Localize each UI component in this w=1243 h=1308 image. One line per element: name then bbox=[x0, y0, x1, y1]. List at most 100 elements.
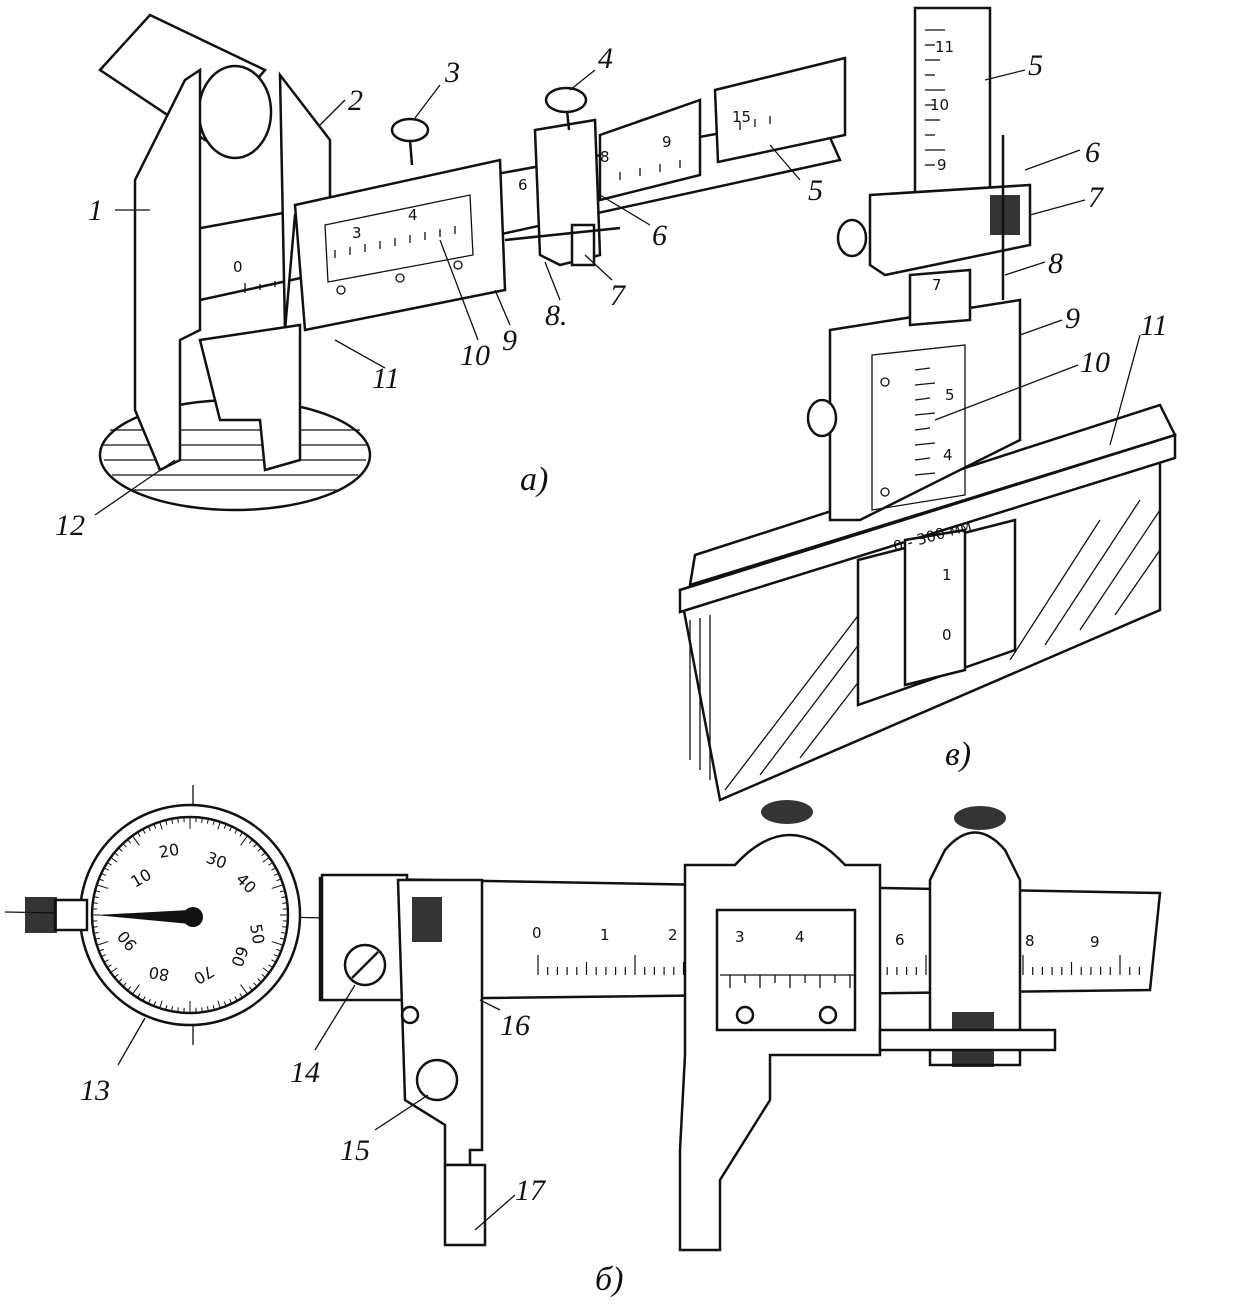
dial-tick bbox=[201, 1007, 203, 1013]
dial-tick bbox=[103, 959, 109, 963]
main-scale-a-0: 0 bbox=[233, 258, 243, 276]
callout-a-10: 10 bbox=[460, 339, 490, 372]
dial-tick bbox=[212, 819, 215, 826]
dial-label-50: 50 bbox=[246, 922, 268, 945]
subfigure-label-a: а) bbox=[520, 461, 548, 498]
vernier-ticks-v bbox=[914, 367, 936, 476]
dial-tick bbox=[262, 967, 270, 974]
clamp-screw-3 bbox=[390, 117, 430, 166]
dial-tick bbox=[131, 835, 140, 846]
dial-tick bbox=[253, 843, 258, 848]
dial-tick bbox=[127, 839, 132, 844]
ruler-v-10: 10 bbox=[930, 96, 949, 114]
beam-ticks-a bbox=[244, 116, 771, 293]
workpiece-rod-end bbox=[197, 64, 273, 160]
callout-v-7: 7 bbox=[1088, 181, 1105, 214]
dial-tick bbox=[92, 902, 98, 904]
callout-v-10: 10 bbox=[1080, 346, 1110, 379]
lower-scale-v-0: 0 bbox=[942, 626, 952, 644]
vernier-ticks-a bbox=[334, 226, 456, 258]
vernier-window-b bbox=[715, 908, 857, 1032]
ruler-v-11: 11 bbox=[935, 38, 954, 56]
dial-tick bbox=[281, 931, 287, 934]
dial-tick bbox=[118, 978, 123, 983]
screw-b1 bbox=[735, 1005, 755, 1025]
dial-tick bbox=[268, 964, 274, 968]
dial-tick bbox=[98, 948, 104, 952]
screw-a3 bbox=[453, 260, 463, 270]
callout-a-5: 5 bbox=[808, 174, 823, 207]
dial-tick bbox=[206, 818, 209, 824]
dial-tick bbox=[159, 821, 163, 830]
dial-tick bbox=[257, 847, 262, 852]
callout-b-17: 17 bbox=[515, 1174, 547, 1207]
dial-tick bbox=[212, 1004, 215, 1011]
main-scale-b-0: 0 bbox=[532, 924, 542, 942]
subfigure-b-dial-caliper: 10 20 30 40 50 60 70 80 90 bbox=[4, 785, 1162, 1298]
bar-scale-a-6: 6 bbox=[518, 176, 528, 194]
lever-pivot-15 bbox=[415, 1058, 459, 1102]
dial-tick bbox=[142, 996, 146, 1002]
dial-tick bbox=[271, 959, 277, 963]
main-scale-b-9: 9 bbox=[1090, 933, 1100, 951]
dial-tick bbox=[239, 993, 243, 999]
screw-v1 bbox=[880, 377, 890, 387]
dial-tick bbox=[279, 890, 286, 893]
dial-tick bbox=[273, 954, 279, 958]
callout-b-15: 15 bbox=[340, 1134, 370, 1167]
dial-tick bbox=[271, 941, 284, 946]
dial-tick bbox=[217, 821, 221, 830]
adjust-screw-b bbox=[878, 1028, 1057, 1052]
leaders-b bbox=[117, 984, 516, 1231]
dial-tick bbox=[229, 826, 233, 832]
base-beam-top bbox=[688, 403, 1177, 587]
dial-tick bbox=[96, 884, 109, 889]
main-scale-b-8: 8 bbox=[1025, 932, 1035, 950]
dial-tick bbox=[118, 847, 123, 852]
vernier-b-3: 3 bbox=[735, 928, 745, 946]
subfigure-label-b: б) bbox=[595, 1261, 623, 1298]
dial-tick bbox=[217, 1000, 221, 1009]
callout-v-9: 9 bbox=[1065, 302, 1080, 335]
dial-tick bbox=[171, 818, 174, 824]
clamp-screw-v bbox=[836, 218, 868, 258]
lower-scale-v-1: 1 bbox=[942, 566, 952, 584]
vernier-a-4: 4 bbox=[408, 206, 418, 224]
screw-a1 bbox=[336, 285, 346, 295]
bar-scale-a-15: 15 bbox=[732, 108, 751, 126]
dial-tick bbox=[92, 926, 98, 928]
callout-a-4: 4 bbox=[598, 42, 613, 75]
dial-tick bbox=[106, 964, 112, 968]
dial-tick bbox=[282, 902, 288, 904]
dial-tick bbox=[110, 967, 118, 974]
main-scale-b-6: 6 bbox=[895, 931, 905, 949]
dial-tick bbox=[282, 926, 288, 928]
dial-tick bbox=[101, 954, 107, 958]
callout-b-14: 14 bbox=[290, 1056, 320, 1089]
callout-v-11: 11 bbox=[1140, 309, 1168, 342]
dial-needle bbox=[95, 910, 200, 924]
vernier-window-a bbox=[324, 194, 474, 283]
dial-tick bbox=[114, 973, 119, 978]
bar-scale-a-8: 8 bbox=[600, 148, 610, 166]
dial-tick bbox=[281, 896, 287, 899]
leaders-a bbox=[94, 69, 801, 516]
clamp-knob-v bbox=[806, 398, 838, 438]
dial-label-20: 20 bbox=[157, 840, 180, 862]
dial-tick bbox=[268, 862, 274, 866]
dial-tick bbox=[261, 852, 266, 857]
dial-tick bbox=[276, 948, 282, 952]
beam-ticks-b bbox=[537, 955, 1141, 975]
callout-a-1: 1 bbox=[88, 194, 103, 227]
dial-tick bbox=[240, 835, 249, 846]
adjust-screw-a bbox=[504, 226, 621, 242]
callout-a-7: 7 bbox=[610, 279, 627, 312]
dial-tick bbox=[234, 996, 238, 1002]
dial-tick bbox=[248, 839, 253, 844]
dial-tick bbox=[171, 1006, 174, 1012]
beam-mid-piece bbox=[598, 98, 702, 202]
dial-tick bbox=[96, 941, 109, 946]
dial-tick bbox=[122, 843, 127, 848]
sliding-frame-a bbox=[293, 158, 507, 332]
dial-tick bbox=[153, 823, 157, 829]
